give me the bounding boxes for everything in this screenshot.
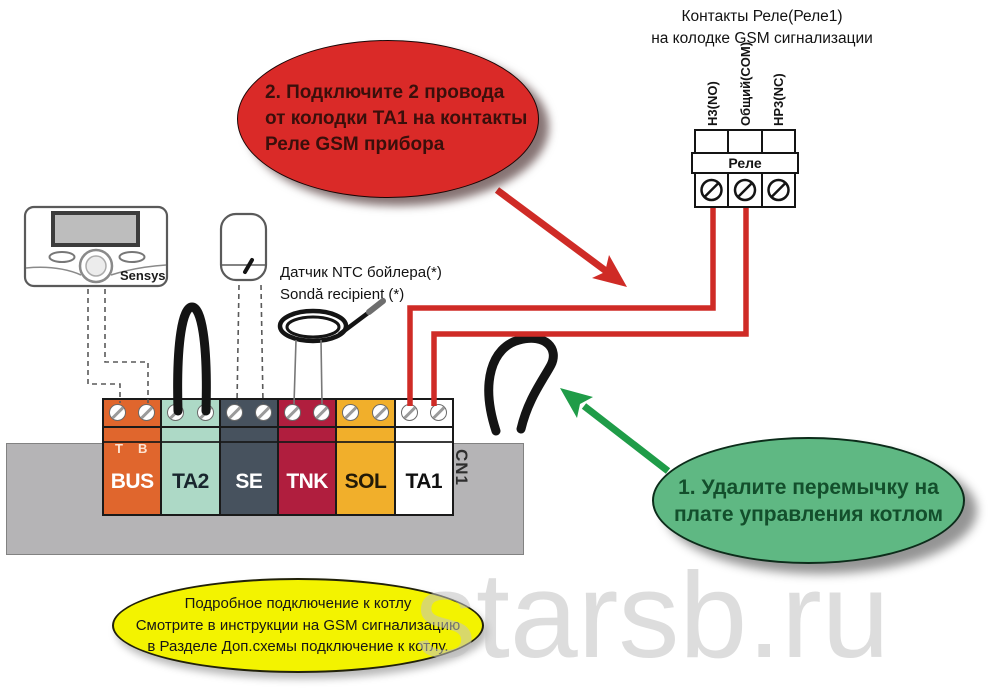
callout-step1: 1. Удалите перемычку на плате управления… — [652, 437, 965, 564]
sensor-se-dashed-wires — [236, 284, 264, 404]
relay-contact-no-label: Н3(NO) — [705, 81, 720, 126]
terminal-se-screw-strip — [220, 400, 277, 428]
relay-contact-com-label: Общий(COM) — [738, 42, 753, 126]
ntc-note-line1: Датчик NTC бойлера(*) — [280, 264, 442, 281]
screw-icon — [109, 404, 126, 421]
terminal-sol: SOL — [335, 400, 394, 514]
thermostat-button-right — [118, 251, 146, 263]
external-sensor-drawing — [219, 212, 268, 282]
removed-jumper-wire — [484, 333, 558, 436]
relay-contact-nc-label: НР3(NC) — [771, 73, 786, 126]
terminal-ta2: TA2 — [160, 400, 219, 514]
screw-icon — [167, 404, 185, 421]
relay-screw-icon — [767, 178, 790, 202]
terminal-ta1-label: TA1 — [405, 470, 443, 493]
screw-icon — [196, 404, 214, 421]
callout-step1-line1: 1. Удалите перемычку на — [678, 475, 939, 499]
thermostat-knob — [78, 248, 114, 284]
ta1-to-relay-wires — [407, 206, 749, 406]
relay-header-line1: Контакты Реле(Реле1) — [681, 8, 843, 25]
screw-icon — [225, 404, 243, 421]
terminal-se: SE — [218, 400, 277, 514]
ntc-sensor-note: Датчик NTC бойлера(*) Sondă recipient (*… — [280, 262, 442, 306]
callout-step2-line1: 2. Подключите 2 провода — [265, 82, 505, 103]
callout-step2-line2: от колодки ТА1 на контакты — [265, 108, 528, 129]
terminal-bus-sub-b: B — [137, 441, 148, 456]
terminal-bus-sub-t: T — [115, 441, 123, 456]
callout-step1-line2: плате управления котлом — [673, 502, 944, 526]
relay-header-line2: на колодке GSM сигнализации — [651, 30, 873, 47]
terminal-se-label: SE — [235, 470, 263, 493]
terminal-block-cn1: T B BUS TA2 SE — [102, 398, 454, 516]
relay-screw-icon — [733, 178, 757, 202]
terminal-bus-label: BUS — [110, 470, 154, 493]
terminal-ta1-screw-strip — [395, 400, 452, 428]
screw-icon — [371, 404, 389, 421]
connector-cn1-label: CN1 — [452, 449, 471, 487]
thermostat-button-left — [48, 251, 76, 263]
gsm-relay-block: Реле Н3(NO) Общий(COM) НР3(NC) — [691, 42, 799, 208]
green-arrow — [560, 388, 671, 474]
callout-note-line1: Подробное подключение к котлу — [184, 595, 412, 613]
screw-icon — [400, 404, 418, 421]
screw-icon — [138, 404, 156, 421]
relay-screw-icon — [700, 178, 723, 202]
callout-note-line2: Смотрите в инструкции на GSM сигнализаци… — [135, 616, 461, 634]
board-edge-line — [102, 441, 454, 443]
red-arrow — [494, 187, 627, 287]
terminal-bus-sublabels: T B — [115, 441, 147, 456]
terminal-ta2-label: TA2 — [172, 470, 209, 493]
sensys-thermostat-drawing: Sensys — [23, 205, 169, 288]
terminal-tnk-label: TNK — [286, 470, 328, 493]
terminal-sol-label: SOL — [344, 470, 387, 493]
screw-icon — [254, 404, 272, 421]
terminal-sol-screw-strip — [337, 400, 394, 428]
callout-note-line3: в Разделе Доп.схемы подключение к котлу. — [147, 638, 449, 656]
callout-note: Подробное подключение к котлу Смотрите в… — [112, 578, 484, 673]
thermostat-brand-label: Sensys — [120, 268, 166, 283]
terminal-bus-screw-strip — [104, 400, 161, 428]
terminal-tnk-screw-strip — [278, 400, 336, 428]
terminal-bus: T B BUS — [104, 400, 161, 514]
relay-header: Контакты Реле(Реле1) на колодке GSM сигн… — [612, 6, 912, 50]
ntc-probe-coil-drawing — [277, 298, 386, 405]
callout-step2: 2. Подключите 2 провода от колодки ТА1 н… — [237, 40, 539, 198]
relay-title: Реле — [728, 155, 761, 171]
terminal-tnk: TNK — [276, 400, 336, 514]
thermostat-bus-dashed-wires — [87, 289, 149, 403]
screw-icon — [313, 404, 331, 421]
ntc-note-line2: Sondă recipient (*) — [280, 286, 405, 303]
terminal-ta2-screw-strip — [162, 400, 219, 428]
screw-icon — [283, 404, 301, 421]
ta2-jumper-wire — [173, 302, 211, 416]
thermostat-screen — [51, 211, 140, 247]
callout-step2-line3: Реле GSM прибора — [265, 134, 445, 155]
screw-icon — [342, 404, 360, 421]
site-watermark: starsb.ru — [415, 547, 890, 683]
terminal-ta1: TA1 — [393, 400, 452, 514]
screw-icon — [429, 404, 447, 421]
